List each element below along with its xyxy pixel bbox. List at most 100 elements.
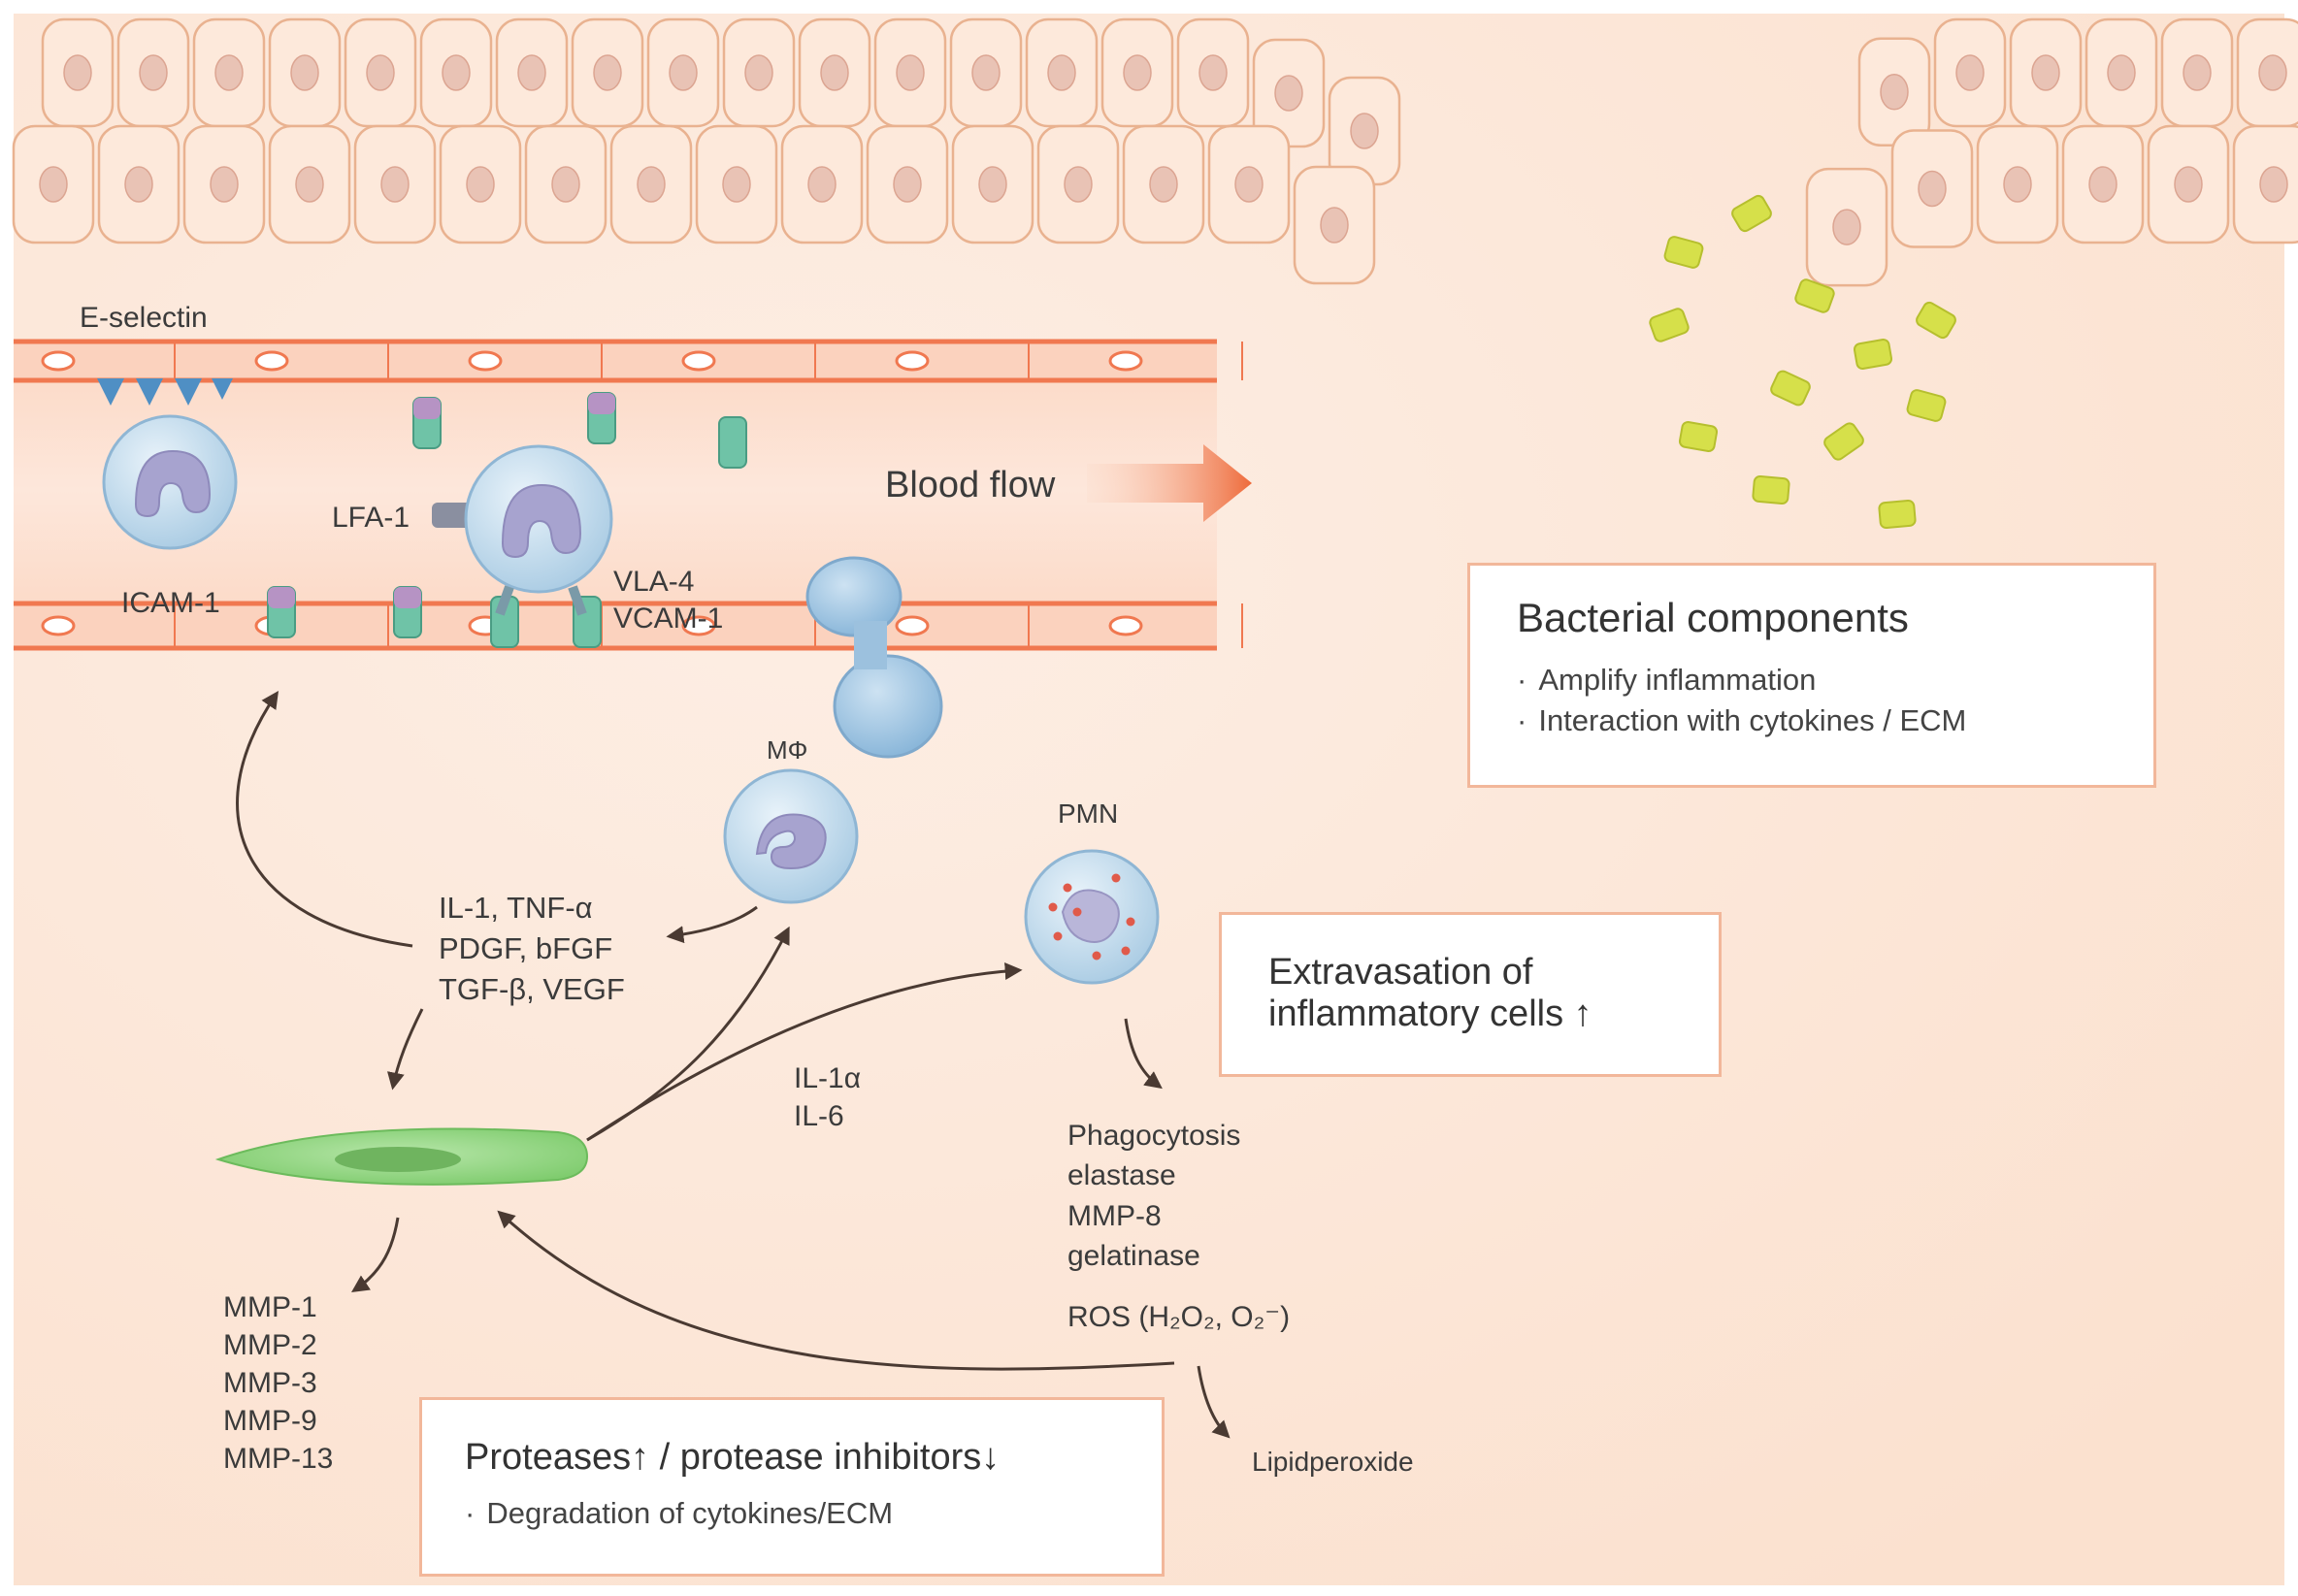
pmn-granule xyxy=(1126,917,1135,927)
lfa1-label: LFA-1 xyxy=(332,502,410,534)
blood-flow-label: Blood flow xyxy=(885,465,1056,505)
endothelial-nucleus xyxy=(41,350,76,372)
blood-flow-arrow xyxy=(1087,444,1252,522)
cytokine-il6: IL-6 xyxy=(794,1100,844,1132)
cytokine-2: PDGF, bFGF xyxy=(439,931,613,966)
epithelial-cell xyxy=(2160,17,2234,128)
bacterium xyxy=(1649,308,1690,342)
bacteria xyxy=(1649,194,1956,530)
epithelial-cell xyxy=(2147,124,2230,244)
pmn-products-list: Phagocytosis elastase MMP-8 gelatinase xyxy=(1067,1116,1240,1277)
bacterium xyxy=(1663,236,1704,269)
epithelial-cell xyxy=(571,17,644,128)
pmn-granule xyxy=(1048,902,1058,912)
bacterium xyxy=(1878,499,1917,530)
bacterium xyxy=(1770,370,1811,407)
mmp-list: MMP-1 MMP-2 MMP-3 MMP-9 MMP-13 xyxy=(223,1288,333,1478)
pmn-granule xyxy=(1063,883,1072,893)
e-selectin-markers xyxy=(97,378,233,406)
epithelial-cell xyxy=(182,124,266,244)
extravasation-line-2: inflammatory cells ↑ xyxy=(1268,993,1592,1034)
arrow-fibroblast-to-mmps xyxy=(351,1217,400,1292)
bacterium xyxy=(1823,422,1864,461)
epithelial-cell xyxy=(949,17,1023,128)
lipidperoxide-label: Lipidperoxide xyxy=(1252,1447,1414,1477)
epithelial-cell xyxy=(1100,17,1174,128)
epithelial-cell xyxy=(1293,165,1376,285)
epithelial-cell xyxy=(2232,124,2298,244)
product-phagocytosis: Phagocytosis xyxy=(1067,1120,1241,1152)
epithelial-cell xyxy=(344,17,417,128)
endothelial-nucleus xyxy=(1108,615,1143,636)
epithelial-cell xyxy=(1036,124,1120,244)
bacterium xyxy=(1752,474,1790,505)
icam1-molecule xyxy=(393,586,422,638)
epithelial-cell xyxy=(1207,124,1291,244)
arrow-fibroblast-to-pmn xyxy=(586,961,1023,1142)
cytokine-3: TGF-β, VEGF xyxy=(439,972,625,1007)
extravasation-box: Extravasation of inflammatory cells ↑ xyxy=(1219,912,1722,1077)
bacterium xyxy=(1906,389,1947,422)
epithelial-cell xyxy=(116,17,190,128)
mmp-item: MMP-2 xyxy=(223,1329,317,1361)
mmp-item: MMP-3 xyxy=(223,1367,317,1399)
pmn-label: PMN xyxy=(1058,798,1119,829)
epithelial-cell xyxy=(2009,17,2083,128)
bacterium xyxy=(1794,278,1835,313)
epithelial-cell xyxy=(1933,17,2007,128)
icam1-molecule xyxy=(267,586,296,638)
icam1-molecule xyxy=(412,397,442,449)
epithelial-cell xyxy=(1122,124,1205,244)
bacterium xyxy=(1731,194,1772,233)
epithelial-cell xyxy=(1328,76,1401,186)
arrow-ros-to-fibroblast xyxy=(497,1210,1175,1371)
signal-arrows xyxy=(236,691,1231,1439)
ros-label: ROS (H₂O₂, O₂⁻) xyxy=(1067,1301,1291,1333)
endothelial-nucleus xyxy=(254,350,289,372)
epithelial-cell xyxy=(353,124,437,244)
endothelial-nucleus xyxy=(681,615,716,636)
epithelial-cell xyxy=(268,17,342,128)
epithelial-cell xyxy=(1176,17,1250,128)
mphi-cytokines-list: IL-1, TNF-α PDGF, bFGF TGF-β, VEGF xyxy=(439,888,625,1010)
arrow-mphi-to-cytokines xyxy=(666,905,758,944)
pmn-granule xyxy=(1053,931,1063,941)
epithelial-cell xyxy=(2061,124,2145,244)
product-gelatinase: gelatinase xyxy=(1067,1240,1200,1273)
epithelial-cell xyxy=(524,124,607,244)
endothelial-nucleus xyxy=(895,350,930,372)
mmp-item: MMP-13 xyxy=(223,1443,334,1475)
vcam1-molecule xyxy=(718,416,747,469)
epithelial-cell xyxy=(798,17,871,128)
epithelial-cell xyxy=(192,17,266,128)
epithelial-cell xyxy=(722,17,796,128)
arrow-cytokines-to-fibroblast xyxy=(387,1008,424,1091)
macrophage-cell xyxy=(723,768,859,904)
mmp-item: MMP-9 xyxy=(223,1405,317,1437)
pmn-granule xyxy=(1121,946,1131,956)
pmn-granule xyxy=(1072,907,1082,917)
pmn-granule xyxy=(1092,951,1101,961)
epithelial-cell xyxy=(609,124,693,244)
pmn-granule xyxy=(1111,873,1121,883)
epithelial-cell xyxy=(2085,17,2158,128)
epithelial-cell xyxy=(951,124,1034,244)
adherent-leukocyte xyxy=(432,444,613,616)
endothelial-nucleus xyxy=(681,350,716,372)
epithelial-cell xyxy=(2236,17,2298,128)
vla4-label: VLA-4 xyxy=(613,566,695,598)
arrow-cytokines-to-vessel xyxy=(236,691,413,948)
mmp-item: MMP-1 xyxy=(223,1291,317,1323)
bacterial-bullet-2: Interaction with cytokines / ECM xyxy=(1517,703,2107,738)
epithelial-cell xyxy=(1976,124,2059,244)
epithelial-cell xyxy=(41,17,115,128)
proteases-bullet-1: Degradation of cytokines/ECM xyxy=(465,1496,1119,1531)
bacterium xyxy=(1678,421,1719,452)
transmigrating-leukocyte xyxy=(805,556,943,759)
cytokine-il1a: IL-1α xyxy=(794,1062,862,1094)
epithelial-cell xyxy=(1025,17,1099,128)
endothelial-nucleus xyxy=(41,615,76,636)
bacterial-components-box: Bacterial components Amplify inflammatio… xyxy=(1467,563,2156,788)
epithelial-cell xyxy=(439,124,522,244)
